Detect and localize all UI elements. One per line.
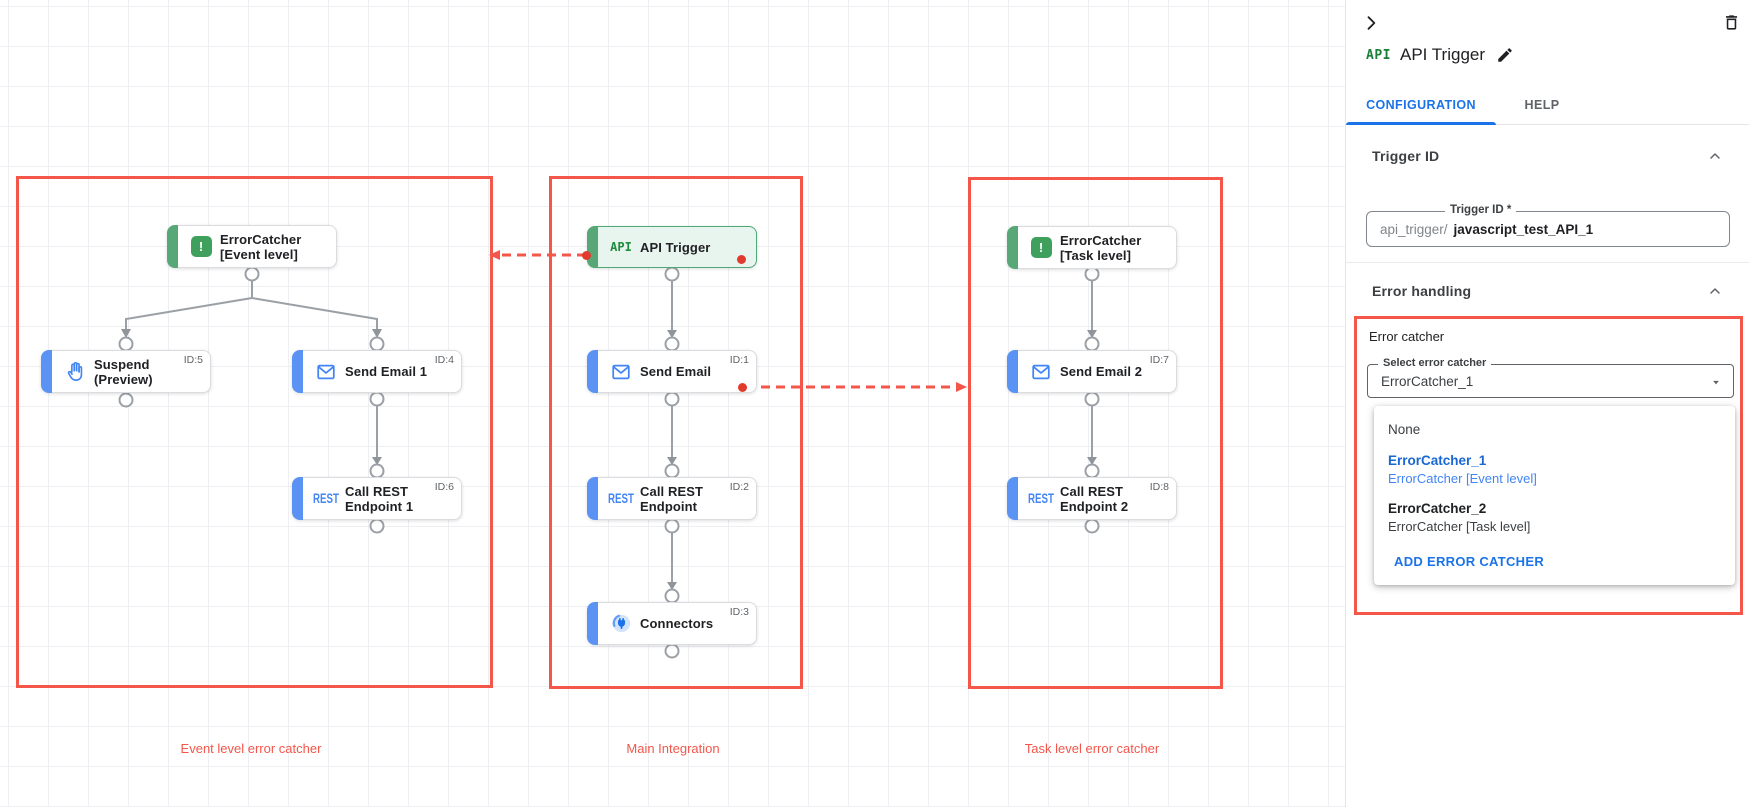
menu-option-errorcatcher-2[interactable]: ErrorCatcher_2 ErrorCatcher [Task level] xyxy=(1388,501,1531,534)
section-divider xyxy=(1346,262,1749,263)
api-trigger-icon: API xyxy=(610,240,632,254)
hand-suspend-icon xyxy=(59,360,91,383)
event-level-group-box xyxy=(16,176,493,688)
task-id-badge: ID:7 xyxy=(1149,354,1169,366)
menu-option-errorcatcher-1[interactable]: ErrorCatcher_1 ErrorCatcher [Event level… xyxy=(1388,453,1537,486)
task-id-badge: ID:4 xyxy=(434,354,454,366)
email-icon xyxy=(1025,361,1057,383)
node-title: Send Email 1 xyxy=(345,364,428,379)
edit-title-button[interactable] xyxy=(1494,44,1516,66)
rest-icon: REST xyxy=(608,491,634,506)
task-id-badge: ID:3 xyxy=(729,606,749,618)
rest-icon: REST xyxy=(313,491,339,506)
node-accent-bar xyxy=(1007,350,1018,393)
main-integration-group-label: Main Integration xyxy=(626,741,720,756)
node-title: Send Email xyxy=(640,364,712,379)
tab-help[interactable]: HELP xyxy=(1524,98,1560,112)
error-dot xyxy=(582,251,591,260)
task-id-badge: ID:2 xyxy=(729,481,749,493)
task-id-badge: ID:8 xyxy=(1149,481,1169,493)
node-accent-bar xyxy=(167,225,178,268)
event-level-group-label: Event level error catcher xyxy=(180,741,322,756)
node-connectors[interactable]: Connectors ID:3 xyxy=(587,602,757,645)
node-accent-bar xyxy=(587,477,598,520)
error-catcher-icon: ! xyxy=(1025,237,1057,258)
error-catcher-dropdown-menu: None ErrorCatcher_1 ErrorCatcher [Event … xyxy=(1374,406,1735,585)
node-accent-bar xyxy=(1007,477,1018,520)
node-accent-bar xyxy=(587,226,598,268)
task-id-badge: ID:6 xyxy=(434,481,454,493)
trigger-id-section-heading: Trigger ID xyxy=(1372,148,1440,164)
dropdown-arrow-icon xyxy=(1713,380,1719,385)
node-send-email-1[interactable]: Send Email 1 ID:4 xyxy=(292,350,462,393)
error-catcher-select[interactable]: Select error catcher ErrorCatcher_1 xyxy=(1367,357,1734,398)
task-level-group-box xyxy=(968,177,1223,689)
node-title: Connectors xyxy=(640,616,714,631)
node-send-email[interactable]: Send Email ID:1 xyxy=(587,350,757,393)
error-handling-section-heading: Error handling xyxy=(1372,283,1472,299)
node-errorcatcher-task-level[interactable]: ! ErrorCatcher[Task level] xyxy=(1007,226,1177,269)
node-api-trigger[interactable]: API API Trigger xyxy=(587,226,757,268)
error-catcher-highlight-box: Error catcher Select error catcher Error… xyxy=(1354,316,1743,615)
task-id-badge: ID:1 xyxy=(729,354,749,366)
integration-canvas[interactable]: Event level error catcher Main Integrati… xyxy=(0,0,1345,807)
node-accent-bar xyxy=(587,602,598,645)
email-icon xyxy=(310,361,342,383)
trigger-id-field-label: Trigger ID * xyxy=(1445,204,1517,216)
main-integration-group-box xyxy=(549,176,803,689)
collapse-error-handling-icon[interactable] xyxy=(1707,283,1723,304)
node-title: Send Email 2 xyxy=(1060,364,1143,379)
api-trigger-logo: API xyxy=(1366,47,1391,63)
collapse-trigger-id-icon[interactable] xyxy=(1707,148,1723,169)
node-accent-bar xyxy=(1007,226,1018,269)
config-panel: API API Trigger CONFIGURATION HELP Trigg… xyxy=(1345,0,1749,807)
task-level-group-label: Task level error catcher xyxy=(1024,741,1160,756)
node-title: API Trigger xyxy=(640,239,711,255)
panel-title: API Trigger xyxy=(1399,45,1486,64)
node-title: ErrorCatcher[Event level] xyxy=(220,231,302,262)
error-catcher-icon: ! xyxy=(185,236,217,257)
panel-tabs: CONFIGURATION HELP xyxy=(1346,86,1749,125)
connector-plug-icon xyxy=(605,612,637,635)
trigger-id-value: javascript_test_API_1 xyxy=(1453,221,1594,237)
delete-trigger-button[interactable] xyxy=(1718,9,1744,35)
node-title: Suspend(Preview) xyxy=(94,356,153,387)
node-accent-bar xyxy=(292,350,303,393)
node-suspend[interactable]: Suspend(Preview) ID:5 xyxy=(41,350,211,393)
trigger-id-field[interactable]: Trigger ID * api_trigger/ javascript_tes… xyxy=(1366,204,1730,247)
add-error-catcher-button[interactable]: ADD ERROR CATCHER xyxy=(1394,554,1545,569)
node-accent-bar xyxy=(292,477,303,520)
node-accent-bar xyxy=(587,350,598,393)
connector-layer xyxy=(118,250,1100,659)
collapse-panel-button[interactable] xyxy=(1358,10,1384,36)
node-title: ErrorCatcher[Task level] xyxy=(1060,232,1142,263)
node-accent-bar xyxy=(41,350,52,393)
rest-icon: REST xyxy=(1028,491,1054,506)
error-dot xyxy=(737,255,746,264)
select-error-catcher-value: ErrorCatcher_1 xyxy=(1381,373,1474,389)
error-catcher-group-label: Error catcher xyxy=(1369,329,1445,344)
select-error-catcher-label: Select error catcher xyxy=(1378,357,1492,369)
email-icon xyxy=(605,361,637,383)
menu-option-none[interactable]: None xyxy=(1388,422,1421,437)
task-id-badge: ID:5 xyxy=(183,354,203,366)
tab-configuration[interactable]: CONFIGURATION xyxy=(1346,86,1496,125)
error-dot xyxy=(738,383,747,392)
node-errorcatcher-event-level[interactable]: ! ErrorCatcher[Event level] xyxy=(167,225,337,268)
node-send-email-2[interactable]: Send Email 2 ID:7 xyxy=(1007,350,1177,393)
trigger-id-prefix: api_trigger/ xyxy=(1380,221,1448,237)
